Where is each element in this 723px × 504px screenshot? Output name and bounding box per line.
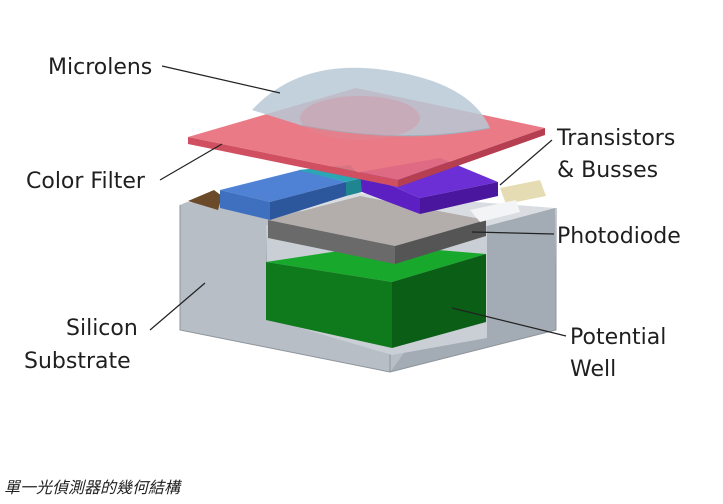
leader-silicon (149, 282, 206, 331)
label-photodiode: Photodiode (557, 224, 681, 249)
label-silicon-line2: Substrate (24, 349, 131, 374)
leader-transistors (499, 139, 553, 186)
label-silicon-line1: Silicon (66, 316, 138, 341)
leader-lines (149, 65, 567, 337)
label-transistors-line2: & Busses (557, 158, 658, 183)
leader-microlens (161, 65, 281, 94)
photodetector-diagram: Microlens Color Filter Transistors & Bus… (24, 55, 681, 382)
leader-potential (451, 307, 567, 337)
microlens (252, 67, 491, 140)
transistor-blocks (188, 158, 546, 222)
leader-photodiode (471, 231, 555, 235)
label-transistors-line1: Transistors (556, 126, 675, 151)
label-color-filter: Color Filter (26, 169, 146, 194)
label-potential-line2: Well (570, 357, 616, 382)
label-potential-line1: Potential (570, 325, 666, 350)
figure-caption: 單一光偵測器的幾何結構 (4, 478, 181, 497)
label-microlens: Microlens (48, 55, 152, 80)
photodiode (268, 196, 486, 264)
leader-color-filter (159, 143, 223, 181)
potential-well (266, 245, 486, 348)
